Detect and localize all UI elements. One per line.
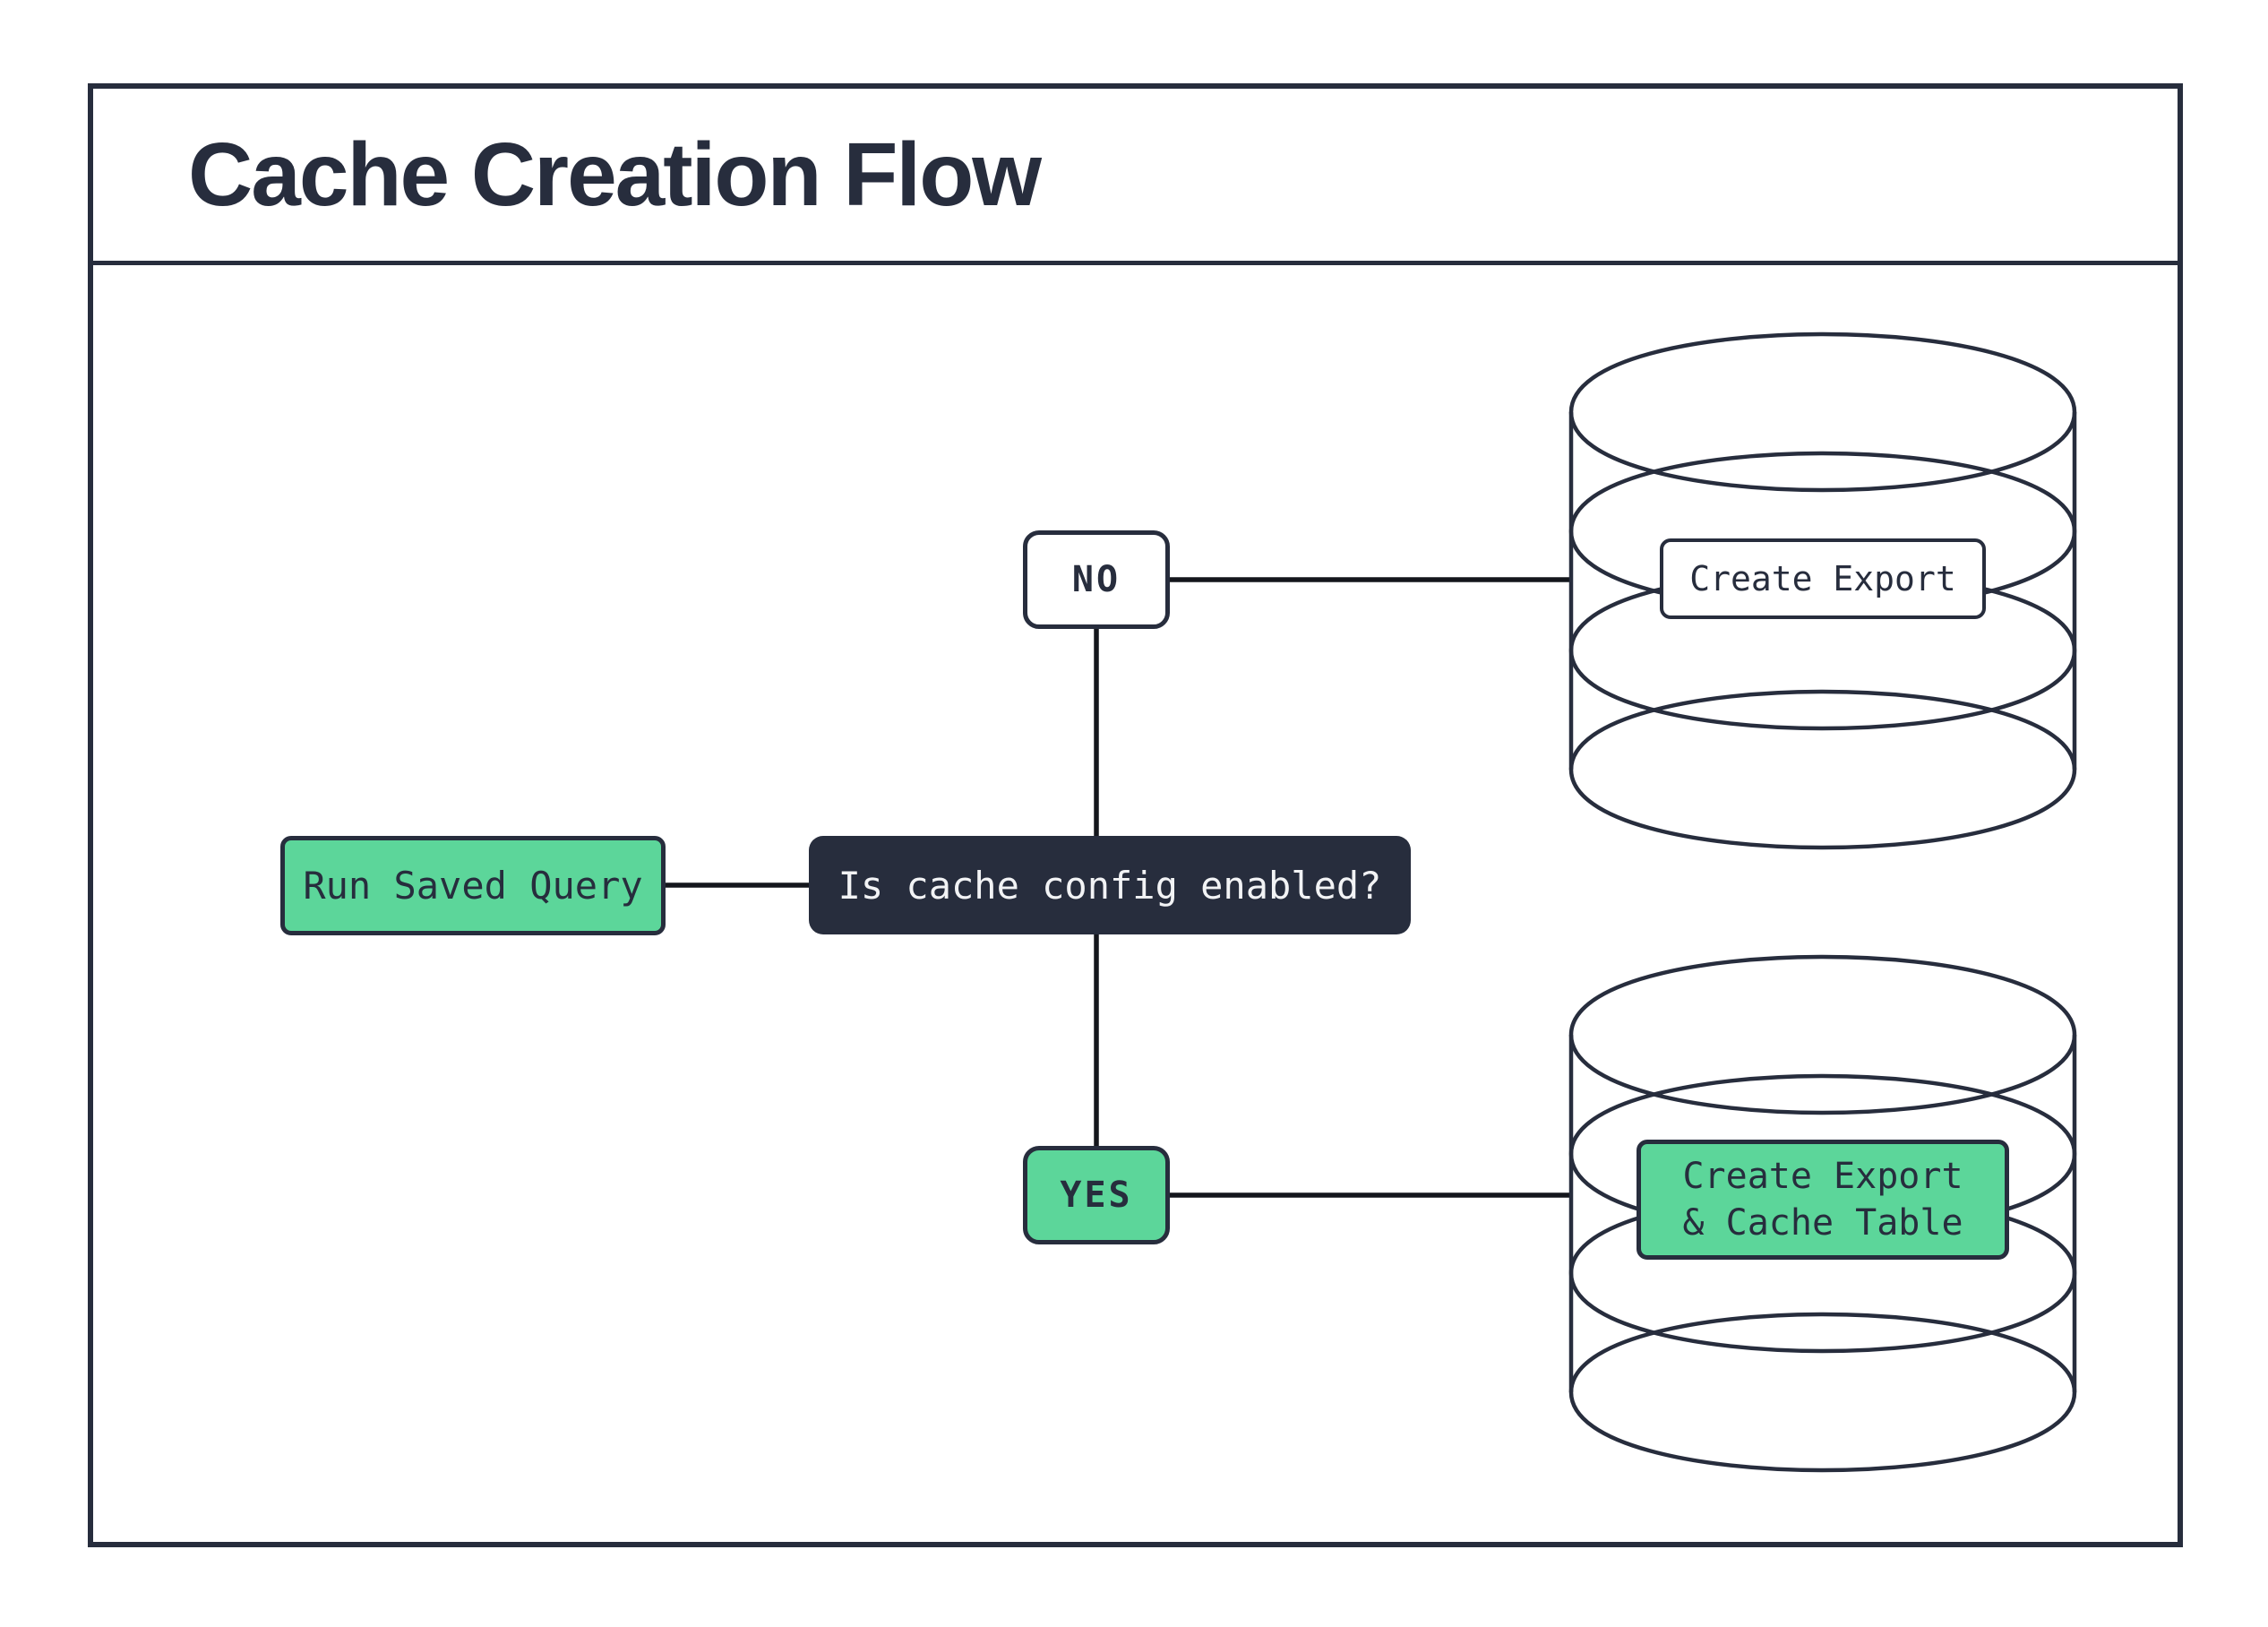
database-label-create-export: Create Export bbox=[1660, 538, 1986, 619]
database-label-create-export-cache-table: Create Export & Cache Table bbox=[1637, 1140, 2009, 1260]
database-label-line1: Create Export bbox=[1682, 1156, 1963, 1197]
database-label-create-export-text: Create Export bbox=[1689, 559, 1956, 598]
branch-yes-label: YES bbox=[1060, 1175, 1133, 1216]
branch-no-label: NO bbox=[1071, 559, 1121, 600]
diagram-header: Cache Creation Flow bbox=[93, 89, 2178, 265]
diagram-frame: Cache Creation Flow bbox=[88, 83, 2183, 1547]
node-run-saved-query-label: Run Saved Query bbox=[303, 864, 643, 908]
page-title: Cache Creation Flow bbox=[188, 124, 1042, 225]
node-run-saved-query: Run Saved Query bbox=[280, 836, 666, 935]
node-cache-config-decision: Is cache config enabled? bbox=[809, 836, 1411, 934]
database-label-line2: & Cache Table bbox=[1682, 1202, 1963, 1244]
branch-no-badge: NO bbox=[1023, 530, 1170, 629]
node-cache-config-decision-label: Is cache config enabled? bbox=[838, 863, 1382, 908]
branch-yes-badge: YES bbox=[1023, 1146, 1170, 1244]
